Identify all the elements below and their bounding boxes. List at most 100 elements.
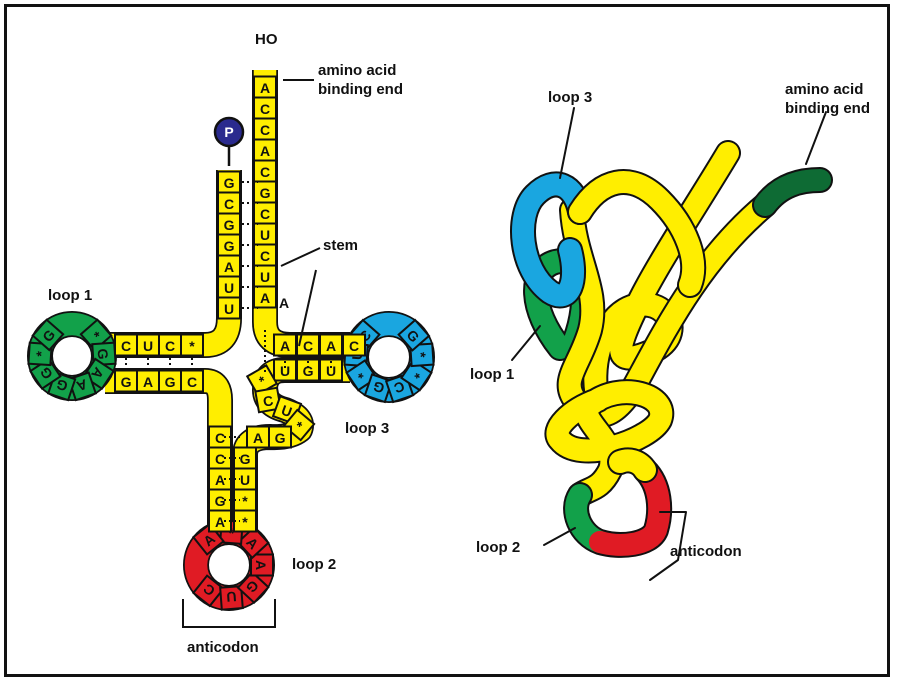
base-letter: C (260, 101, 270, 117)
d-stem-top-base: U (137, 335, 159, 356)
amino-end-label-line1: amino acid (318, 62, 396, 79)
base-letter: A (143, 374, 153, 390)
anticodon-arm (576, 460, 659, 544)
anticodon-stem-right-base: * (234, 490, 256, 511)
base-letter: C (121, 338, 131, 354)
anticodon-stem-left-base: G (209, 490, 231, 511)
tertiary-loop2-label: loop 2 (476, 539, 520, 556)
stem-band-outline (105, 381, 220, 535)
acceptor-3prime-base: U (254, 224, 276, 245)
stem-band (105, 170, 229, 345)
acceptor-3prime-base: C (254, 203, 276, 224)
phosphate-label: P (224, 124, 233, 140)
acceptor-5prime-base: G (218, 172, 240, 193)
acceptor-3prime-base: A (254, 287, 276, 308)
base-letter: * (189, 338, 195, 354)
base-letter: G (260, 185, 271, 201)
base-letter: * (242, 493, 248, 509)
base-letter: C (260, 206, 270, 222)
base-letter: C (260, 248, 270, 264)
acceptor-3prime-base: U (254, 266, 276, 287)
base-letter: G (121, 374, 132, 390)
anticodon-stem-left-base: A (209, 511, 231, 532)
tertiary-anticodon-label: anticodon (670, 543, 742, 560)
acceptor-5prime-base: G (218, 214, 240, 235)
acceptor-3prime-base: G (254, 182, 276, 203)
d-stem-bottom-base: G (159, 371, 181, 392)
anticodon-stem-left-base: A (209, 469, 231, 490)
base-letter: U (280, 363, 290, 379)
d-stem-bottom-base: C (181, 371, 203, 392)
stem-band (105, 381, 220, 535)
base-letter: G (224, 175, 235, 191)
base-letter: C (187, 374, 197, 390)
base-letter: C (215, 430, 225, 446)
base-letter: A (224, 259, 234, 275)
base-letter: C (260, 122, 270, 138)
base-letter: U (224, 280, 234, 296)
anticodon-stem-right-base: U (234, 469, 256, 490)
anticodon-label: anticodon (187, 639, 259, 656)
base-letter: U (143, 338, 153, 354)
base-letter: G (303, 363, 314, 379)
tertiary-loop3-label: loop 3 (548, 89, 592, 106)
acceptor-5prime-base: C (218, 193, 240, 214)
base-letter: G (165, 374, 176, 390)
base-letter: * (242, 514, 248, 530)
acceptor-3prime-base: C (254, 245, 276, 266)
base-letter: A (326, 338, 336, 354)
acceptor-3prime-base: C (254, 98, 276, 119)
base-letter: A (253, 430, 263, 446)
base-letter: U (326, 363, 336, 379)
tertiary-loop1-label: loop 1 (470, 366, 514, 383)
cloverleaf-structure: ACCACGCUCUAGCGGAUUACUC*GAGC*GAAGG*GCU*GC… (28, 31, 433, 656)
anticodon-stem-left-base: C (209, 427, 231, 448)
acceptor-3prime-base: A (254, 140, 276, 161)
d-stem-top-base: C (115, 335, 137, 356)
base-letter: A (260, 80, 270, 96)
base-letter: A (260, 143, 270, 159)
base-letter: U (240, 472, 250, 488)
amino-end-label-line2: binding end (318, 81, 403, 98)
d-stem-top-base: * (181, 335, 203, 356)
loop1-label: loop 1 (48, 287, 92, 304)
base-letter: C (349, 338, 359, 354)
stem-label: stem (323, 237, 358, 254)
phosphate-group: P (215, 118, 243, 166)
base-letter: G (240, 451, 251, 467)
base-letter: U (226, 589, 237, 606)
base-letter: C (215, 451, 225, 467)
base-letter: G (224, 217, 235, 233)
base-letter: U (260, 269, 270, 285)
base-letter: G (215, 493, 226, 509)
base-letter: A (260, 290, 270, 306)
acceptor-5prime-base: G (218, 235, 240, 256)
d-stem-bottom-base: A (137, 371, 159, 392)
extra-base: A (279, 295, 289, 311)
anticodon-loop-base: A (251, 555, 273, 576)
d-stem-top-base: C (159, 335, 181, 356)
base-letter: C (303, 338, 313, 354)
acceptor-3prime-base: A (254, 77, 276, 98)
base-letter: C (165, 338, 175, 354)
variable-loop-base: A (247, 427, 269, 448)
variable-loop-base: G (269, 427, 291, 448)
acceptor-3prime-base: C (254, 161, 276, 182)
base-letter: U (224, 301, 234, 317)
t-stem-top-base: A (320, 335, 342, 356)
base-letter: C (260, 164, 270, 180)
base-letter: U (260, 227, 270, 243)
acceptor-5prime-base: A (218, 256, 240, 277)
ho-label: HO (255, 31, 278, 48)
tertiary-amino-label-line2: binding end (785, 100, 870, 117)
base-letter: G (275, 430, 286, 446)
loop2-label: loop 2 (292, 556, 336, 573)
base-letter: G (224, 238, 235, 254)
d-stem-bottom-base: G (115, 371, 137, 392)
base-letter: A (215, 514, 225, 530)
base-letter: G (95, 348, 112, 360)
amino-end-tube (765, 180, 820, 205)
loop3-label: loop 3 (345, 420, 389, 437)
anticodon-stem-left-base: C (209, 448, 231, 469)
